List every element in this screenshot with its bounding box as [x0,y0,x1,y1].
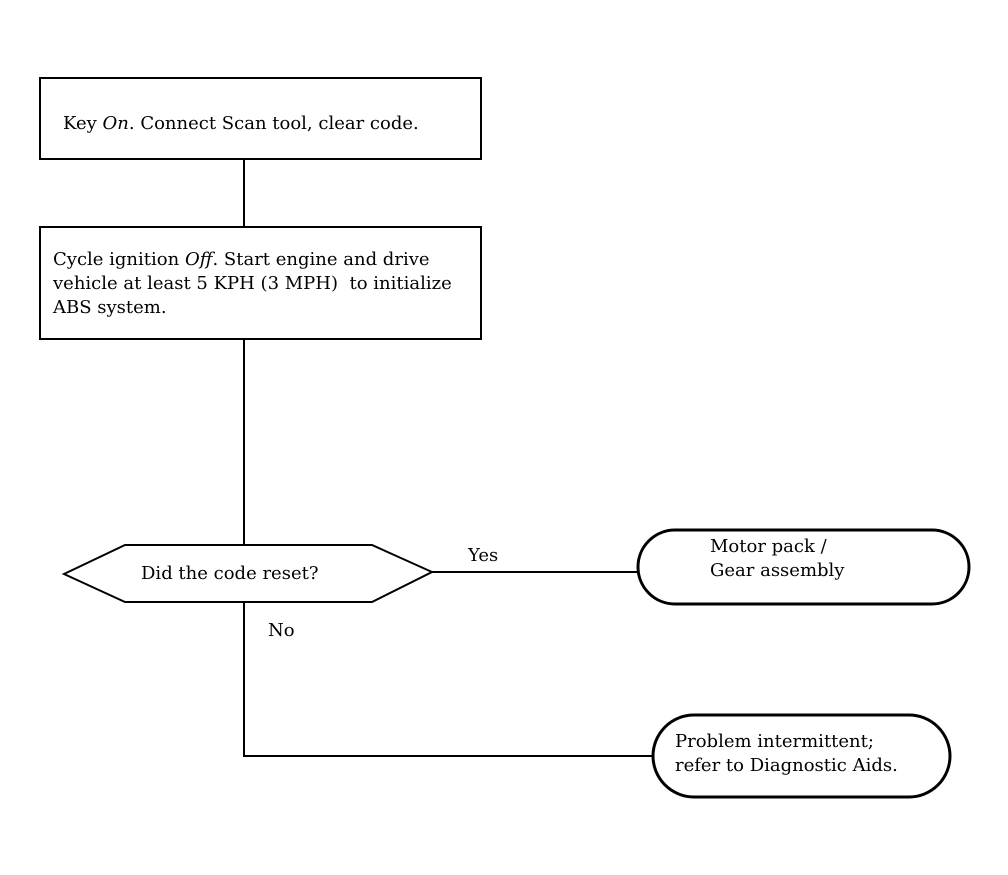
step-cycle-line-3: ABS system. [53,297,167,318]
yes-label: Yes [468,545,499,566]
step-cycle-line-1-post: . Start engine and drive [212,249,430,270]
outcome-yes-text: Motor pack / Gear assembly [710,535,844,583]
outcome-yes-line-1: Motor pack / [710,536,827,557]
outcome-no-line-2: refer to Diagnostic Aids. [675,755,898,776]
outcome-no-shape [651,713,952,799]
step-cycle-line-1-em: Off [184,249,213,270]
step-start-text-post: . Connect Scan tool, clear code. [128,113,419,134]
connector-no [243,602,653,757]
step-start-text-pre: Key [63,113,103,134]
no-label: No [268,620,295,641]
outcome-yes-line-2: Gear assembly [710,560,845,581]
step-connect-scan-tool: Key On. Connect Scan tool, clear code. [39,77,482,160]
step-start-text-em: On [102,113,129,134]
step-cycle-line-1-pre: Cycle ignition [53,249,185,270]
outcome-no-line-1: Problem intermittent; [675,731,874,752]
step-cycle-line-2: vehicle at least 5 KPH (3 MPH) to initia… [53,273,452,294]
outcome-no-text: Problem intermittent; refer to Diagnosti… [675,730,898,778]
decision-question: Did the code reset? [141,563,319,584]
step-cycle-line-1: Cycle ignition Off. Start engine and dri… [53,248,480,272]
step-cycle-ignition: Cycle ignition Off. Start engine and dri… [39,226,482,340]
outcome-yes-shape [636,528,971,606]
